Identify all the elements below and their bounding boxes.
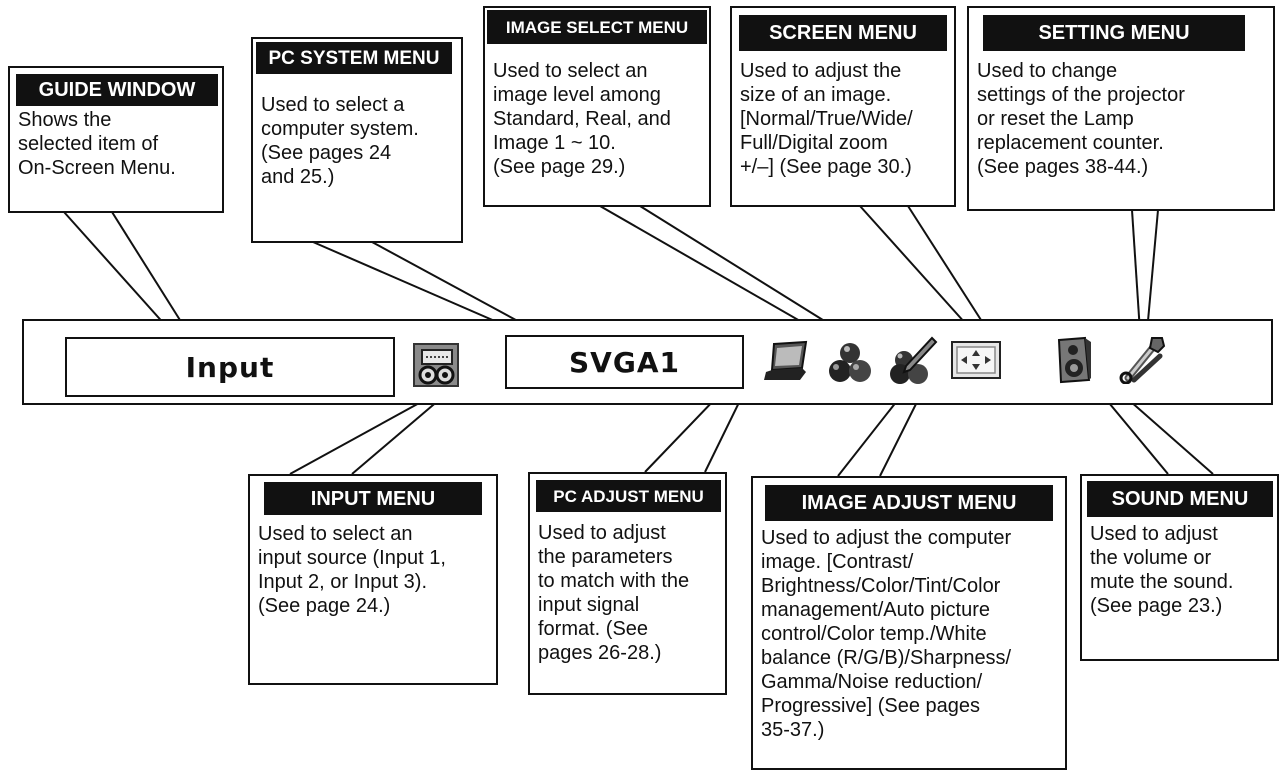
setting-callout: SETTING MENU Used to change settings of … (967, 6, 1275, 211)
image-select-icon[interactable] (827, 340, 873, 386)
sound-text: Used to adjust the volume or mute the so… (1090, 523, 1234, 617)
image-adjust-title: IMAGE ADJUST MENU (765, 485, 1053, 521)
image-adjust-callout: IMAGE ADJUST MENU Used to adjust the com… (751, 476, 1067, 770)
pc-system-callout: PC SYSTEM MENU Used to select a computer… (251, 37, 463, 243)
input-text: Used to select an input source (Input 1,… (258, 523, 446, 617)
pc-system-field: SVGA1 (505, 335, 744, 389)
image-adjust-icon[interactable] (888, 336, 938, 386)
image-adjust-text: Used to adjust the computer image. [Cont… (761, 527, 1012, 741)
sound-title: SOUND MENU (1087, 481, 1273, 517)
setting-text: Used to change settings of the projector… (977, 60, 1185, 178)
input-menu-icon[interactable] (412, 342, 460, 388)
input-title: INPUT MENU (264, 482, 482, 515)
setting-title: SETTING MENU (983, 15, 1245, 51)
image-select-text: Used to select an image level among Stan… (493, 60, 671, 178)
image-select-title: IMAGE SELECT MENU (487, 10, 707, 44)
screen-text: Used to adjust the size of an image. [No… (740, 60, 913, 178)
guide-window-callout: GUIDE WINDOW Shows the selected item of … (8, 66, 224, 213)
guide-window-text: Shows the selected item of On-Screen Men… (18, 109, 176, 179)
pc-adjust-title: PC ADJUST MENU (536, 480, 721, 512)
screen-icon[interactable] (950, 340, 1002, 382)
setting-icon[interactable] (1118, 334, 1166, 385)
sound-callout: SOUND MENU Used to adjust the volume or … (1080, 474, 1279, 661)
guide-window-field: Input (65, 337, 395, 397)
screen-callout: SCREEN MENU Used to adjust the size of a… (730, 6, 956, 207)
image-select-callout: IMAGE SELECT MENU Used to select an imag… (483, 6, 711, 207)
pc-adjust-icon[interactable] (762, 340, 810, 384)
screen-title: SCREEN MENU (739, 15, 947, 51)
input-callout: INPUT MENU Used to select an input sourc… (248, 474, 498, 685)
pc-adjust-callout: PC ADJUST MENU Used to adjust the parame… (528, 472, 727, 695)
sound-icon[interactable] (1055, 336, 1093, 384)
pc-system-title: PC SYSTEM MENU (256, 42, 452, 74)
guide-window-title: GUIDE WINDOW (16, 74, 218, 106)
pc-adjust-text: Used to adjust the parameters to match w… (538, 522, 690, 664)
pc-system-text: Used to select a computer system. (See p… (261, 94, 419, 188)
